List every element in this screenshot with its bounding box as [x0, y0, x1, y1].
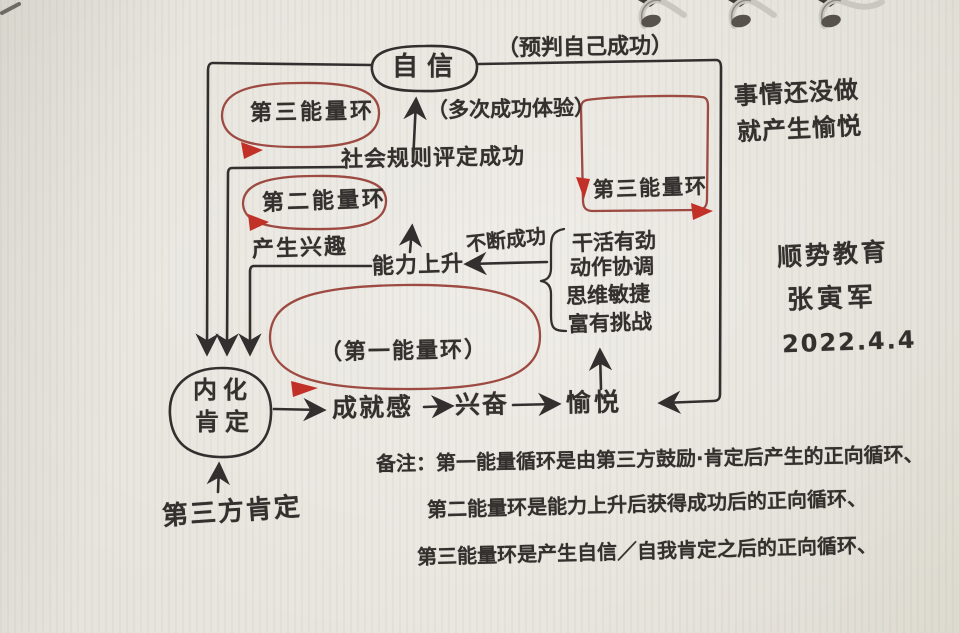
- edge-ability-to-internal: [238, 264, 373, 357]
- edge-pleasure-to-list: [588, 347, 613, 391]
- brace-glyph: [539, 227, 568, 333]
- edge-ability-to-social: [398, 223, 423, 254]
- list-item-quick-thinking: 思维敏捷: [565, 281, 651, 309]
- internal-affirm-outline: [168, 366, 273, 459]
- loop-arrowheads: [241, 142, 713, 397]
- label-loop1: （第一能量环）: [319, 337, 489, 366]
- label-loop3-left: 第三能量环: [249, 98, 376, 127]
- list-item-coordinated-action: 动作协调: [569, 254, 655, 280]
- list-item-energetic-work: 干活有劲: [571, 228, 657, 256]
- edge-excitement-to-pleasure: [511, 392, 562, 417]
- loop2-arrowhead: [248, 214, 269, 231]
- node-pleasure: 愉悦: [565, 387, 623, 418]
- signature-date: 2022.4.4: [781, 325, 917, 359]
- node-internal-affirm-line1: 内化: [193, 376, 253, 404]
- signature-org: 顺势教育: [776, 237, 890, 272]
- node-excitement: 兴奋: [454, 389, 510, 420]
- spiral-ring-icon: [638, 0, 687, 29]
- edge-social-to-confidence: [403, 96, 427, 164]
- loop3-right-rect: [579, 94, 710, 213]
- edge-achievement-to-excitement: [422, 395, 455, 419]
- edge-confidence-to-pleasure: [477, 58, 723, 414]
- loop3-left-arrowhead: [241, 142, 263, 159]
- label-predict-success: （预判自己成功）: [496, 33, 674, 62]
- loop3-right-arrowhead-down: [576, 177, 590, 199]
- loop1-arrowhead: [291, 381, 318, 397]
- edge-thirdparty-to-internal: [206, 461, 230, 494]
- label-loop2: 第二能量环: [261, 186, 388, 217]
- loop1-oval: [268, 283, 542, 391]
- label-social-rule: 社会规则评定成功: [340, 144, 526, 173]
- node-ability-up: 能力上升: [371, 251, 465, 280]
- list-item-challenging: 富有挑战: [567, 309, 653, 337]
- node-achievement: 成就感: [331, 392, 414, 423]
- spiral-ring-icon: [818, 0, 885, 29]
- node-internal-affirm-line2: 肯定: [195, 408, 255, 436]
- spiral-ring-icon: [728, 0, 777, 29]
- confidence-node-outline: [370, 44, 479, 93]
- edge-internal-to-achievement: [272, 397, 327, 422]
- loop3-left-oval: [220, 81, 381, 149]
- corner-pen-mark: [0, 2, 21, 15]
- label-interest: 产生兴趣: [251, 234, 349, 263]
- edge-success-to-ability: [463, 251, 549, 276]
- loop3-right-arrowhead-right: [691, 203, 713, 220]
- node-confidence: 自信: [392, 52, 463, 82]
- label-multi-success: （多次成功体验）: [426, 95, 596, 123]
- edge-confidence-to-internal: [195, 61, 373, 357]
- label-loop3-right: 第三能量环: [592, 174, 709, 202]
- edge-social-to-internal: [215, 165, 346, 357]
- signature-name: 张寅军: [786, 282, 878, 316]
- annotation-before-doing-2: 就产生愉悦: [736, 111, 863, 147]
- annotation-before-doing-1: 事情还没做: [733, 75, 860, 111]
- loop2-oval: [241, 174, 388, 231]
- spiral-binding: [638, 0, 885, 29]
